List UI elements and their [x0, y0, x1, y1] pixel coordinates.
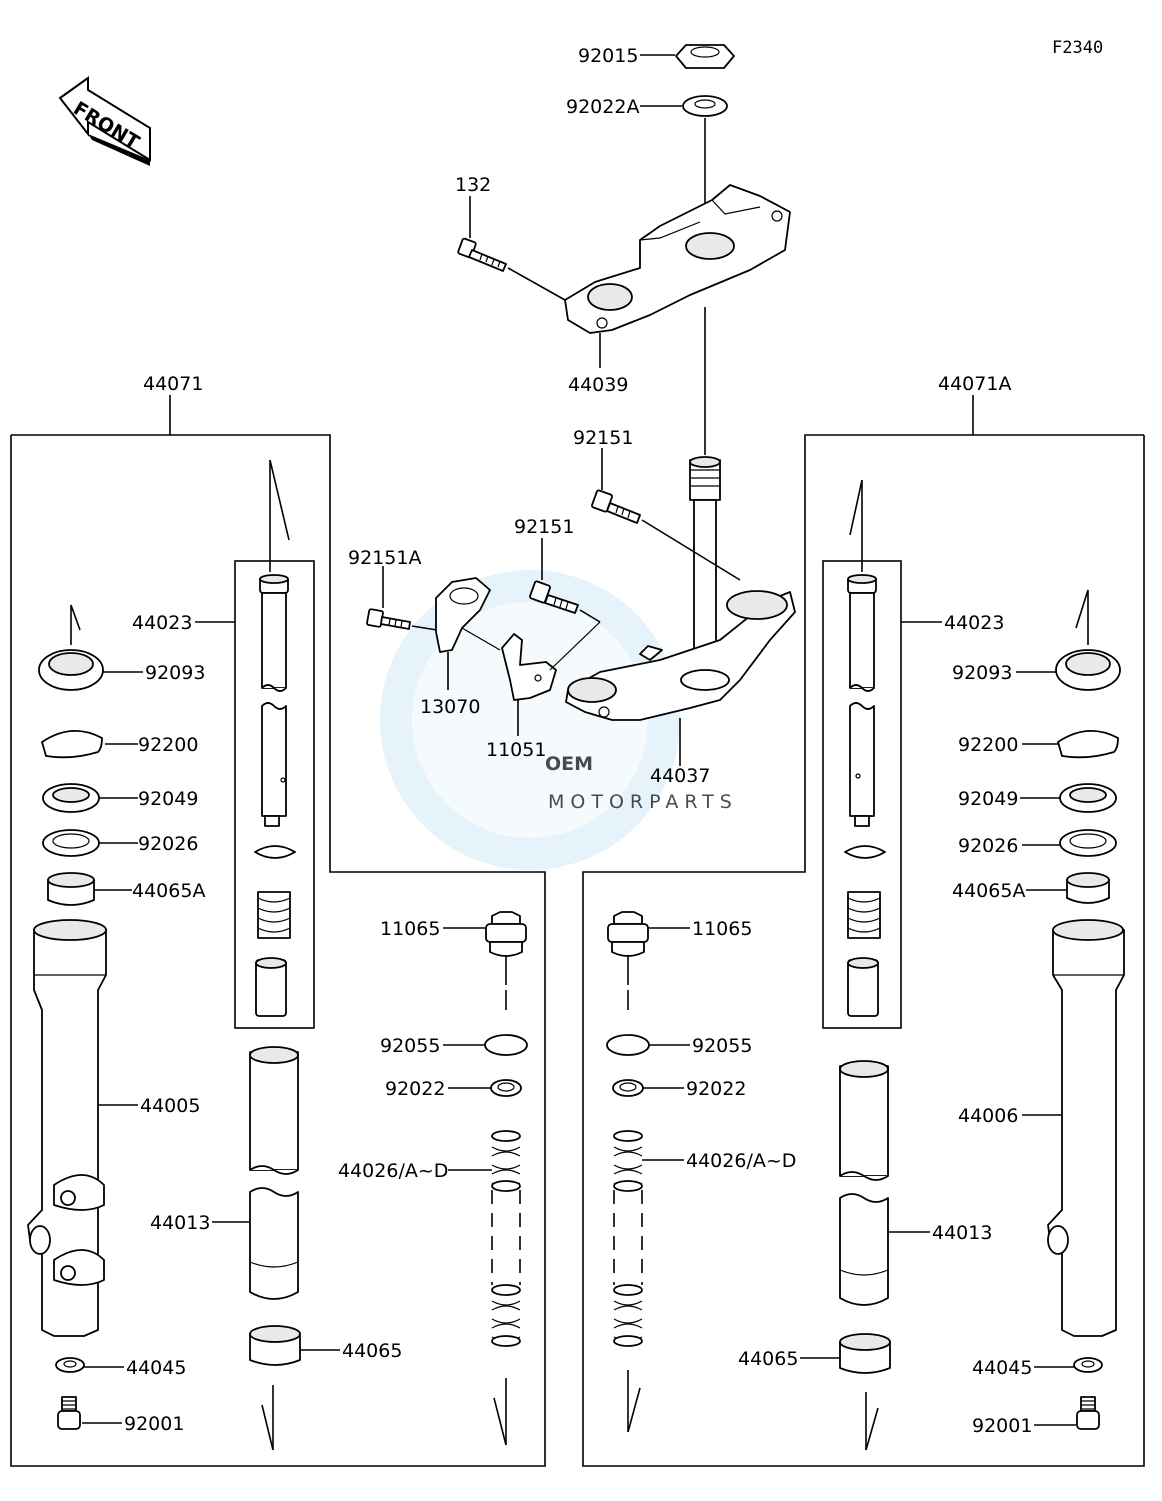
label-92015: 92015	[578, 45, 638, 67]
label-right-44023: 44023	[944, 612, 1004, 634]
label-92151a: 92151A	[348, 547, 421, 569]
diagram-code: F2340	[1052, 38, 1103, 58]
label-left-92093: 92093	[145, 662, 205, 684]
label-left-11065: 11065	[380, 918, 440, 940]
label-left-92026: 92026	[138, 833, 198, 855]
washer-44045-left	[55, 1357, 85, 1373]
label-right-44065: 44065	[738, 1348, 798, 1370]
circlip-92200-right	[1057, 729, 1119, 759]
right-fork-assembly: 44071A 44023 92093 92200 92049	[582, 373, 1145, 1467]
label-132: 132	[455, 174, 491, 196]
label-right-44013: 44013	[932, 1222, 992, 1244]
label-right-44045: 44045	[972, 1357, 1032, 1379]
left-fork-outline	[10, 434, 546, 1467]
label-44071: 44071	[143, 373, 203, 395]
bolt-132	[457, 237, 507, 272]
label-right-11065: 11065	[692, 918, 752, 940]
label-44039: 44039	[568, 374, 628, 396]
right-fork-outline	[582, 434, 1145, 1467]
washer-92022a	[682, 95, 728, 117]
bolt-92001-left	[57, 1396, 81, 1430]
label-92022a: 92022A	[566, 96, 639, 118]
label-right-92200: 92200	[958, 734, 1018, 756]
label-left-44065a: 44065A	[132, 880, 205, 902]
label-right-92022: 92022	[686, 1078, 746, 1100]
oring-92055-left	[484, 1034, 528, 1056]
label-right-44026: 44026/A~D	[686, 1150, 796, 1172]
label-right-92049: 92049	[958, 788, 1018, 810]
label-92151-mid: 92151	[514, 516, 574, 538]
spring-44026-right	[613, 1130, 643, 1347]
left-damper-box	[234, 560, 315, 1029]
watermark-sub: MOTORPARTS	[548, 791, 738, 813]
label-left-44013: 44013	[150, 1212, 210, 1234]
steering-stem-44037	[689, 456, 721, 671]
label-left-44045: 44045	[126, 1357, 186, 1379]
circlip-92200-left	[41, 729, 103, 759]
inner-tube-44013-right	[839, 1193, 889, 1306]
bolt-92001-right	[1076, 1396, 1100, 1430]
label-left-92049: 92049	[138, 788, 198, 810]
label-left-44026: 44026/A~D	[338, 1160, 448, 1182]
label-left-92001: 92001	[124, 1413, 184, 1435]
label-right-44065a: 44065A	[952, 880, 1025, 902]
watermark-brand: OEM	[545, 753, 593, 775]
label-44006: 44006	[958, 1105, 1018, 1127]
label-left-44065: 44065	[342, 1340, 402, 1362]
bracket-11051	[501, 633, 557, 701]
label-44005: 44005	[140, 1095, 200, 1117]
bolt-92151a	[366, 608, 411, 630]
left-fork-assembly: 44071 44023 92093 92200 9	[10, 373, 546, 1467]
bolt-92151-top	[591, 489, 641, 524]
steering-assembly: 92015 92022A 44039 132	[348, 44, 796, 787]
label-44037: 44037	[650, 765, 710, 787]
label-right-92001: 92001	[972, 1415, 1032, 1437]
label-44071a: 44071A	[938, 373, 1011, 395]
front-arrow-icon: FRONT	[58, 76, 151, 166]
label-92151-top: 92151	[573, 427, 633, 449]
label-right-92093: 92093	[952, 662, 1012, 684]
label-left-92055: 92055	[380, 1035, 440, 1057]
label-left-92200: 92200	[138, 734, 198, 756]
label-13070: 13070	[420, 696, 480, 718]
outer-tube-44006	[1047, 929, 1125, 1337]
bolt-92151-mid	[529, 580, 579, 614]
watermark: OEM MOTORPARTS	[380, 570, 738, 870]
label-right-92026: 92026	[958, 835, 1018, 857]
label-right-92055: 92055	[692, 1035, 752, 1057]
label-left-92022: 92022	[385, 1078, 445, 1100]
label-11051: 11051	[486, 739, 546, 761]
valve-11065-left	[485, 911, 527, 1010]
inner-tube-44013-left	[249, 1187, 299, 1300]
label-left-44023: 44023	[132, 612, 192, 634]
oring-92055-right	[606, 1034, 650, 1056]
washer-44045-right	[1073, 1357, 1103, 1373]
valve-11065-right	[607, 911, 649, 1010]
spring-44026-left	[491, 1130, 521, 1347]
